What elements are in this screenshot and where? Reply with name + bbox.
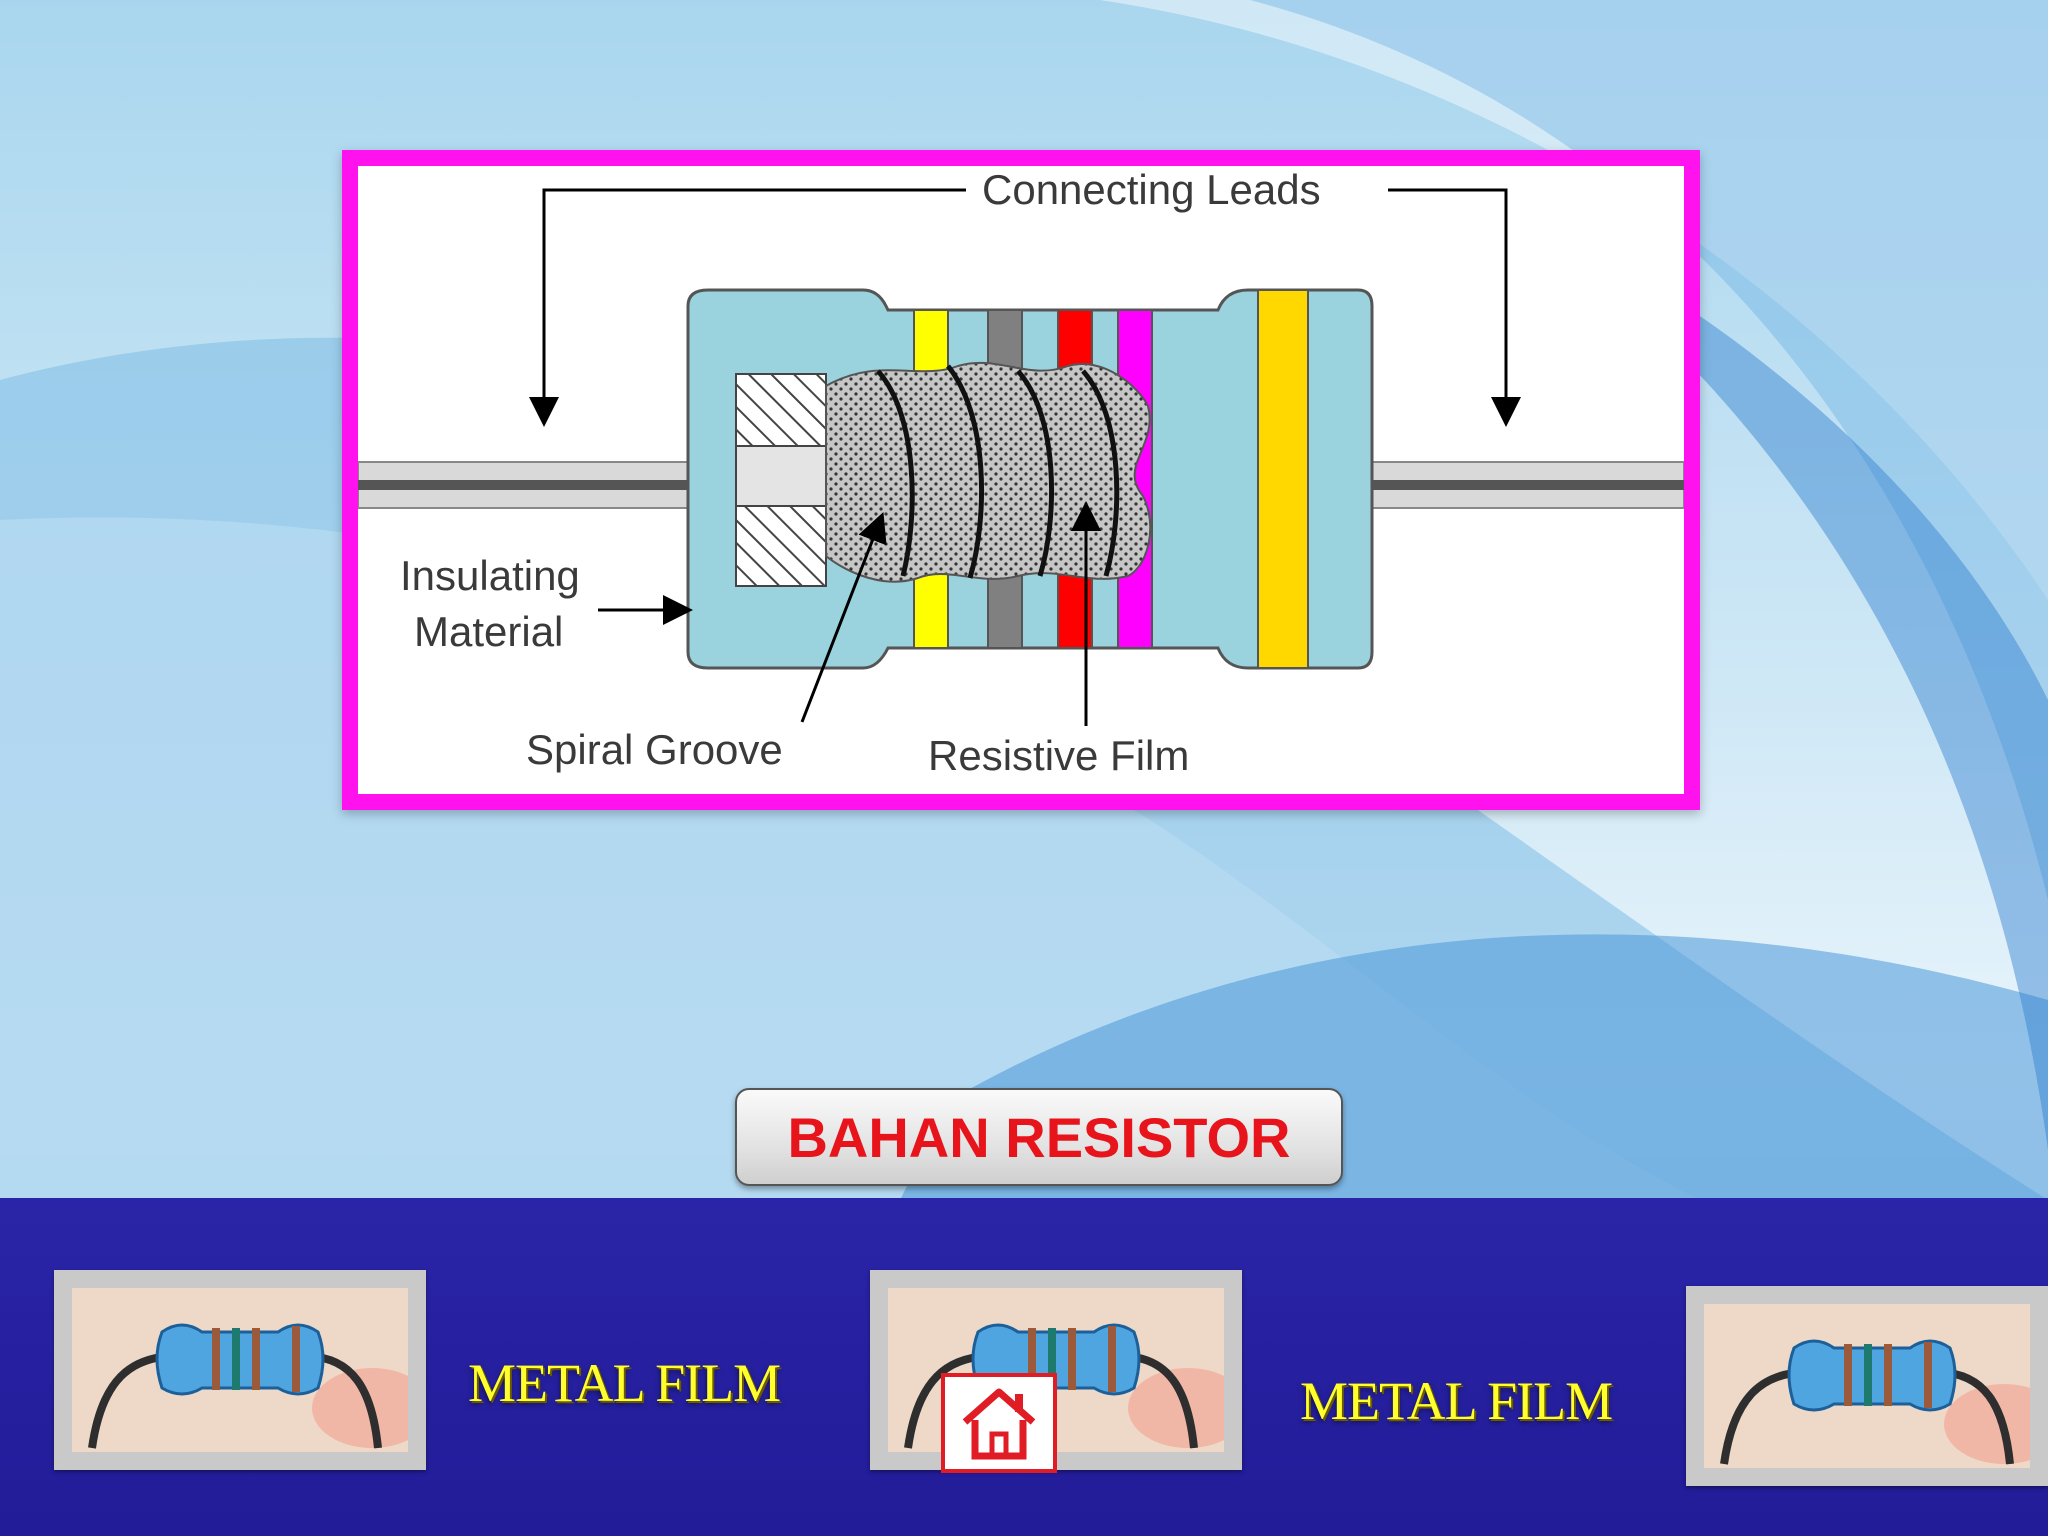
home-icon: [962, 1388, 1036, 1460]
label-connecting-leads: Connecting Leads: [982, 166, 1321, 213]
label-resistive-film: Resistive Film: [928, 732, 1190, 779]
home-button[interactable]: [941, 1373, 1057, 1473]
bahan-resistor-button[interactable]: BAHAN RESISTOR: [735, 1088, 1343, 1186]
resistor-photo-icon: [1704, 1304, 2030, 1468]
resistor-thumbnail-3[interactable]: [1686, 1286, 2048, 1486]
metal-film-label-2[interactable]: METAL FILM: [1300, 1371, 1613, 1431]
label-spiral-groove: Spiral Groove: [526, 726, 783, 773]
resistor-photo-icon: [72, 1288, 408, 1452]
resistor-diagram: Connecting Leads Insulating Material Spi…: [342, 150, 1700, 810]
label-insulating-line1: Insulating: [400, 552, 580, 599]
label-insulating-line2: Material: [414, 608, 564, 655]
resistive-film-core: [825, 361, 1152, 583]
metal-film-label-1[interactable]: METAL FILM: [468, 1353, 781, 1413]
resistor-thumbnail-1[interactable]: [54, 1270, 426, 1470]
resistor-diagram-drawing: [358, 188, 1684, 726]
